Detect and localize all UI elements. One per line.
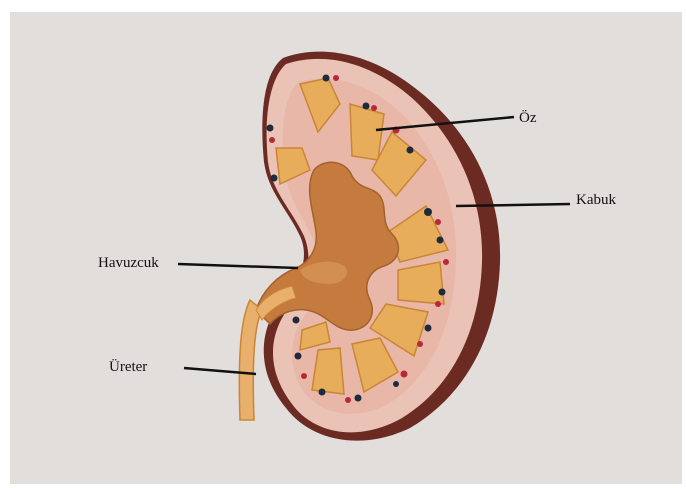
ureter-tube — [239, 300, 262, 420]
label-ureter: Üreter — [109, 360, 147, 375]
label-oz: Öz — [519, 111, 537, 126]
pyramid-right-2 — [398, 262, 444, 304]
leader-line-havuzcuk — [178, 264, 298, 268]
pyramid-top-2 — [350, 104, 384, 160]
pyramid-bottom-2 — [312, 348, 344, 394]
label-havuzcuk: Havuzcuk — [98, 256, 159, 271]
label-kabuk: Kabuk — [576, 193, 616, 208]
